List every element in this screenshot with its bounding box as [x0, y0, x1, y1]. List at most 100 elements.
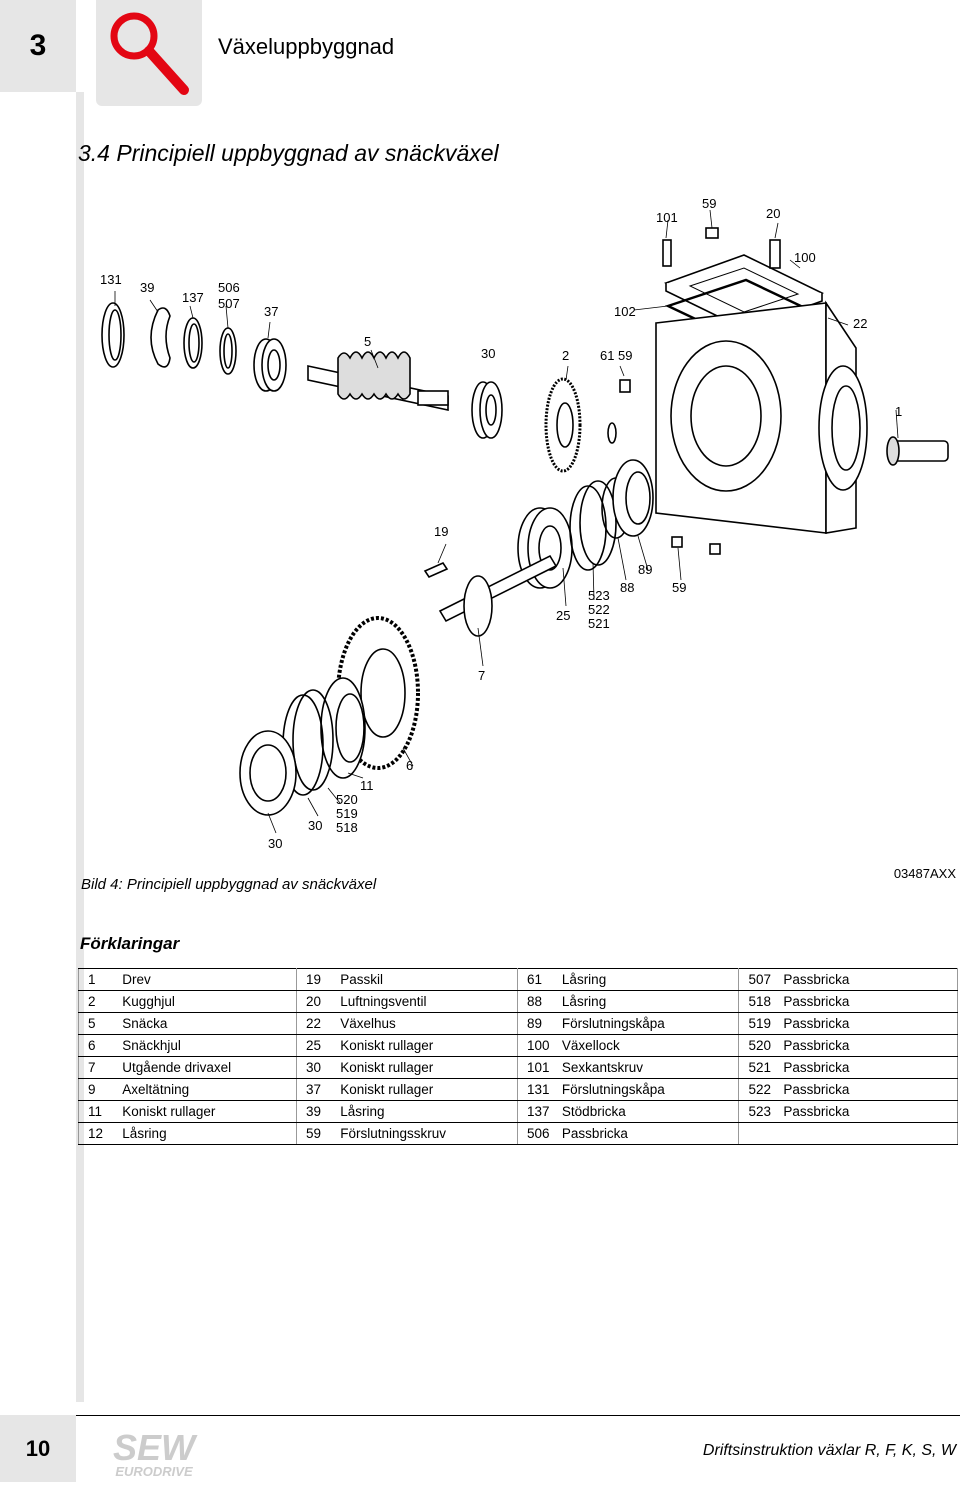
bearing-37 — [253, 338, 287, 392]
plug-59-top — [619, 379, 631, 393]
callout-label: 507 — [218, 296, 240, 311]
legend-part-number: 25 — [295, 1034, 341, 1057]
legend-part-number: 88 — [517, 990, 562, 1013]
legend-part-number: 518 — [738, 990, 784, 1013]
legend-part-number — [738, 1122, 784, 1145]
legend-part-name: Koniskt rullager — [340, 1078, 519, 1101]
callout-label: 2 — [562, 348, 569, 363]
legend-part-name: Låsring — [122, 1122, 297, 1145]
callout-label: 520 — [336, 792, 358, 807]
pinion-1 — [886, 436, 949, 466]
callout-label: 7 — [478, 668, 485, 683]
callout-label: 30 — [268, 836, 282, 851]
legend-part-name: Passbricka — [783, 1056, 959, 1079]
legend-part-number: 5 — [78, 1012, 123, 1035]
callout-label: 25 — [556, 608, 570, 623]
circlip-61 — [607, 422, 617, 444]
screws-101-59-20 — [662, 227, 781, 269]
legend-heading: Förklaringar — [80, 934, 180, 953]
legend-part-name: Växelhus — [340, 1012, 519, 1035]
legend-part-name: Axeltätning — [122, 1078, 297, 1101]
callout-label: 59 — [702, 196, 716, 211]
sew-eurodrive-logo: SEW EURODRIVE — [100, 1427, 208, 1480]
legend-part-name: Passkil — [340, 968, 519, 991]
logo-bottom: EURODRIVE — [115, 1464, 193, 1479]
legend-part-name: Utgående drivaxel — [122, 1056, 297, 1079]
callout-label: 519 — [336, 806, 358, 821]
legend-part-number: 12 — [78, 1122, 123, 1145]
legend-part-number: 2 — [78, 990, 123, 1013]
legend-part-name: Stödbricka — [561, 1100, 740, 1123]
figure-code: 03487AXX — [893, 866, 956, 881]
callout-label: 37 — [264, 304, 278, 319]
callout-label: 89 — [638, 562, 652, 577]
legend-part-number: 9 — [78, 1078, 123, 1101]
callout-label: 506 — [218, 280, 240, 295]
margin-rule — [76, 92, 84, 1402]
cover-131 — [101, 302, 125, 368]
bearing-11 — [320, 677, 366, 779]
legend-part-name: Luftningsventil — [340, 990, 519, 1013]
footer-rule — [0, 1415, 960, 1416]
legend-part-name: Passbricka — [783, 968, 959, 991]
callout-label: 19 — [434, 524, 448, 539]
legend-part-name: Låsring — [340, 1100, 519, 1123]
legend-part-name: Sexkantskruv — [561, 1056, 740, 1079]
callout-label: 61 — [600, 348, 614, 363]
legend-part-number: 11 — [78, 1100, 123, 1123]
chapter-number: 3 — [0, 0, 76, 92]
legend-part-number: 30 — [295, 1056, 341, 1079]
legend-part-number: 519 — [738, 1012, 784, 1035]
legend-part-number: 39 — [295, 1100, 341, 1123]
callout-label: 88 — [620, 580, 634, 595]
callout-label: 59 — [618, 348, 632, 363]
legend-part-name: Passbricka — [783, 1012, 959, 1035]
legend-part-number: 89 — [517, 1012, 562, 1035]
legend-part-name: Passbricka — [783, 1078, 959, 1101]
legend-part-name: Passbricka — [783, 1100, 959, 1123]
legend-part-number: 6 — [78, 1034, 123, 1057]
callout-label: 30 — [481, 346, 495, 361]
legend-part-number: 522 — [738, 1078, 784, 1101]
output-shaft-7 — [438, 554, 558, 637]
worm-shaft-5 — [307, 351, 449, 411]
legend-part-number: 137 — [517, 1100, 562, 1123]
callout-label: 11 — [360, 778, 374, 793]
callout-label: 30 — [308, 818, 322, 833]
figure-caption: Bild 4: Principiell uppbyggnad av snäckv… — [81, 876, 377, 893]
callout-label: 137 — [182, 290, 204, 305]
logo-top: SEW — [113, 1428, 198, 1468]
legend-part-name: Passbricka — [783, 990, 959, 1013]
housing-22 — [655, 300, 868, 534]
legend-part-name: Förslutningsskruv — [340, 1122, 519, 1145]
legend-part-number: 19 — [295, 968, 341, 991]
legend-part-number: 20 — [295, 990, 341, 1013]
legend-part-number: 523 — [738, 1100, 784, 1123]
magnifier-icon — [110, 12, 189, 95]
callout-label: 100 — [794, 250, 816, 265]
legend-part-name: Snäcka — [122, 1012, 297, 1035]
legend-part-number: 131 — [517, 1078, 562, 1101]
section-title: 3.4 Principiell uppbyggnad av snäckväxel — [78, 140, 499, 166]
legend-part-number: 100 — [517, 1034, 562, 1057]
legend-part-name: Kugghjul — [122, 990, 297, 1013]
legend-part-name: Växellock — [561, 1034, 740, 1057]
gear-2 — [544, 377, 582, 473]
callout-label: 22 — [853, 316, 867, 331]
document-title: Driftsinstruktion växlar R, F, K, S, W — [702, 1442, 956, 1459]
legend-part-number: 61 — [517, 968, 562, 991]
legend-part-name: Koniskt rullager — [340, 1056, 519, 1079]
callout-label: 39 — [140, 280, 154, 295]
callout-label: 522 — [588, 602, 610, 617]
callout-label: 101 — [656, 210, 678, 225]
callout-label: 518 — [336, 820, 358, 835]
callout-label: 521 — [588, 616, 610, 631]
bearing-30-top — [471, 381, 503, 439]
legend-part-number: 101 — [517, 1056, 562, 1079]
